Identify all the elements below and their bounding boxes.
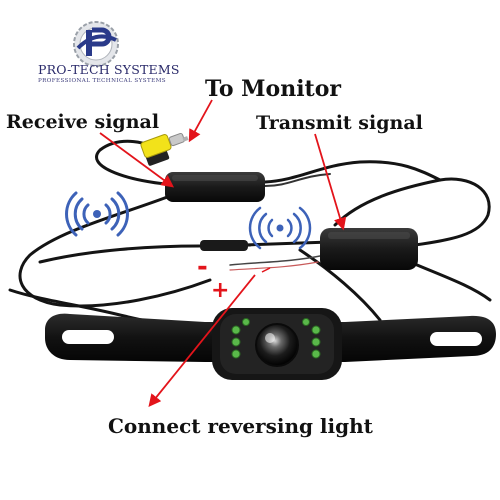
- annotation-arrows: [99, 99, 347, 407]
- label-connect-reversing-light: Connect reversing light: [108, 414, 373, 438]
- transmitter-module: [320, 228, 418, 270]
- polarity-plus-sign: +: [211, 278, 230, 303]
- infrared-leds: [231, 318, 321, 359]
- logo-emblem: [73, 21, 119, 67]
- logo-tagline: PROFESSIONAL TECHNICAL SYSTEMS: [38, 78, 166, 84]
- camera-lens: [255, 323, 299, 367]
- receiver-module: [165, 172, 265, 202]
- camera-housing: [212, 308, 342, 380]
- rca-connector: [140, 132, 189, 166]
- wifi-waves-icon: [248, 206, 312, 250]
- arrow-receive-signal: [99, 132, 175, 188]
- arrow-reversing-light: [148, 274, 256, 407]
- arrow-transmit-signal: [314, 133, 347, 231]
- wifi-waves-icon: [65, 191, 129, 237]
- inline-connector: [200, 240, 248, 251]
- cables: [8, 139, 492, 332]
- polarity-minus-sign: -: [197, 252, 208, 282]
- signal-wire-red: [261, 267, 271, 273]
- label-transmit-signal: Transmit signal: [256, 112, 423, 134]
- logo-name: PRO-TECH SYSTEMS: [38, 62, 180, 77]
- label-receive-signal: Receive signal: [6, 111, 160, 133]
- arrow-to-monitor: [188, 99, 213, 143]
- label-to-monitor: To Monitor: [205, 76, 341, 102]
